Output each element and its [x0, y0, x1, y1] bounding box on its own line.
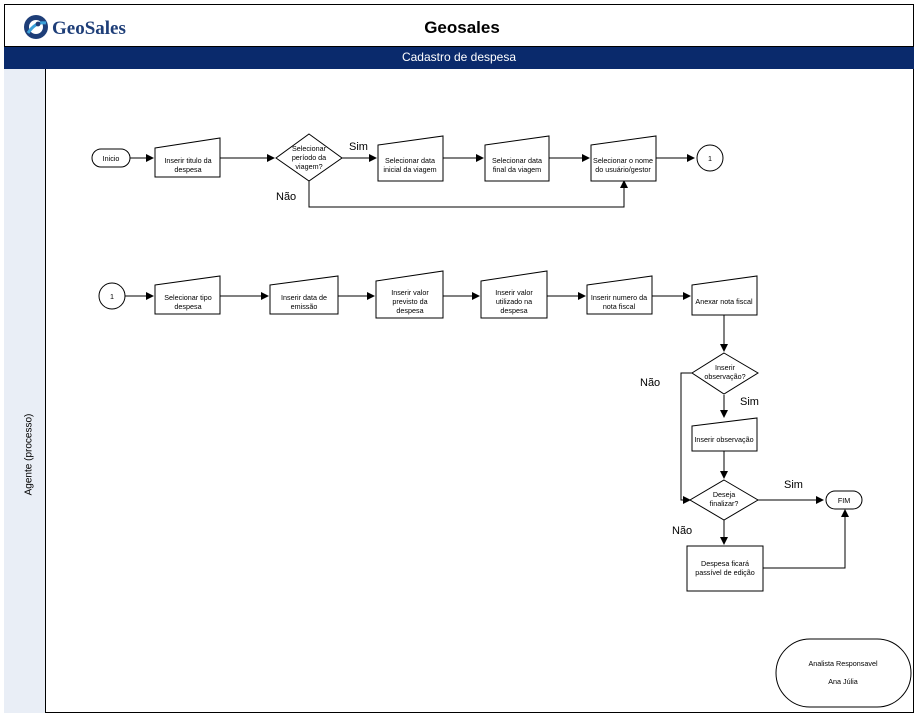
- process-title-bar: Cadastro de despesa: [4, 47, 914, 69]
- decision-finish: [689, 479, 759, 521]
- decision-period-label-3: viagem?: [295, 162, 322, 171]
- step-planned-value: [375, 270, 444, 319]
- step-planned-value-label-2: previsto da: [392, 297, 427, 306]
- step-invoice-number: [586, 275, 653, 315]
- decision-period-label-2: período da: [292, 153, 326, 162]
- step-observation: [691, 417, 758, 452]
- step-end-date-label-1: Selecionar data: [492, 156, 542, 165]
- decision-period: [275, 133, 343, 182]
- start-label: Inicio: [103, 154, 120, 163]
- page-title: Geosales: [424, 18, 500, 37]
- decision-finish-label-1: Deseja: [713, 490, 735, 499]
- swimlane: Agente (processo): [4, 69, 46, 713]
- end-label: FIM: [838, 496, 850, 505]
- end-terminal: [825, 490, 863, 510]
- decision-observation-label-1: Inserir: [715, 363, 736, 372]
- step-issue-date-label-1: Inserir data de: [281, 293, 327, 302]
- decision-finish-no: Não: [672, 525, 692, 537]
- step-planned-value-label-1: Inserir valor: [391, 288, 429, 297]
- step-attach-invoice: [691, 275, 758, 316]
- decision-observation: [691, 352, 759, 395]
- step-expense-type-label-1: Selecionar tipo: [164, 293, 212, 302]
- step-used-value-label-2: utilizado na: [496, 297, 532, 306]
- step-select-user-label-2: do usuário/gestor: [595, 165, 651, 174]
- step-used-value-label-3: despesa: [500, 306, 527, 315]
- step-invoice-number-label-1: Inserir numero da: [591, 293, 647, 302]
- step-issue-date: [269, 275, 339, 315]
- decision-period-yes: Sim: [349, 141, 368, 153]
- step-title-label-2: despesa: [174, 165, 201, 174]
- decision-period-label-1: Selecionar: [292, 144, 327, 153]
- step-title-label-1: Inserir titulo da: [164, 156, 211, 165]
- step-used-value-label-1: Inserir valor: [495, 288, 533, 297]
- step-observation-label: Inserir observação: [694, 435, 753, 444]
- connector-1-in: [98, 282, 126, 310]
- decision-finish-label-2: finalizar?: [710, 499, 739, 508]
- decision-observation-label-2: observação?: [704, 372, 745, 381]
- connector-1-out: [696, 144, 724, 172]
- step-expense-type: [154, 275, 221, 315]
- step-planned-value-label-3: despesa: [396, 306, 423, 315]
- footer-box: [775, 638, 912, 708]
- decision-finish-yes: Sim: [784, 479, 803, 491]
- step-start-date-label-1: Selecionar data: [385, 156, 435, 165]
- decision-period-no: Não: [276, 191, 296, 203]
- step-select-user: [590, 135, 657, 182]
- step-start-date-label-2: inicial da viagem: [383, 165, 436, 174]
- step-attach-invoice-label: Anexar nota fiscal: [695, 297, 753, 306]
- step-select-user-label-1: Selecionar o nome: [593, 156, 653, 165]
- decision-observation-yes: Sim: [740, 396, 759, 408]
- connector-1-out-label: 1: [708, 154, 712, 163]
- footer-name: Ana Júlia: [828, 677, 858, 686]
- logo-text: GeoSales: [52, 18, 126, 39]
- start-terminal: [91, 148, 131, 168]
- step-expense-type-label-2: despesa: [174, 302, 201, 311]
- step-invoice-number-label-2: nota fiscal: [603, 302, 636, 311]
- step-start-date: [377, 135, 444, 182]
- geosales-logo-icon: [24, 15, 48, 39]
- step-issue-date-label-2: emissão: [291, 302, 318, 311]
- step-title-input: [154, 137, 221, 178]
- step-end-date-label-2: final da viagem: [493, 165, 541, 174]
- step-pending-edit-label-2: passível de edição: [695, 568, 755, 577]
- header: GeoSales Geosales: [4, 4, 914, 47]
- connector-1-in-label: 1: [110, 292, 114, 301]
- footer-role: Analista Responsavel: [808, 659, 878, 668]
- step-pending-edit: [686, 545, 764, 592]
- decision-observation-no: Não: [640, 377, 660, 389]
- step-used-value: [480, 270, 548, 319]
- step-pending-edit-label-1: Despesa ficará: [701, 559, 749, 568]
- step-end-date: [484, 135, 550, 182]
